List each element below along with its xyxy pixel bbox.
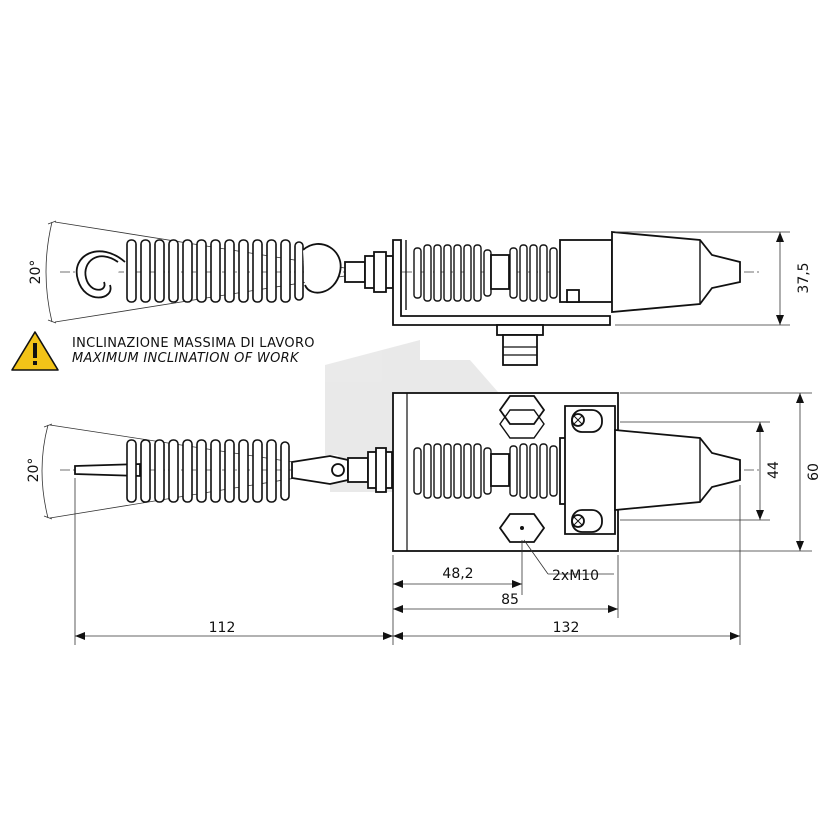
warning-text-english: MAXIMUM INCLINATION OF WORK (72, 351, 300, 366)
dim-label-85: 85 (501, 592, 519, 608)
angle-arc-bottom (41, 424, 49, 519)
label-2xm10: 2xM10 (552, 568, 599, 584)
bolt-head-side (496, 324, 544, 336)
dim-label-112: 112 (209, 620, 236, 636)
side-view: 20° (28, 220, 812, 366)
angle-arc-top (45, 221, 53, 323)
rod-eye (344, 261, 366, 283)
dim-label-48-2: 48,2 (442, 566, 473, 582)
cover-plate (564, 405, 616, 535)
spring-hook-pin (74, 463, 141, 477)
internal-spring-top (413, 443, 492, 499)
angle-label-top: 20° (28, 260, 44, 285)
spring-hook-right (302, 243, 342, 294)
spring-coils-top (126, 439, 290, 503)
warning-text-italian: INCLINAZIONE MASSIMA DI LAVORO (72, 336, 315, 351)
dim-label-44: 44 (766, 461, 782, 479)
warning-triangle-icon (11, 331, 59, 371)
plug-body-side (611, 231, 741, 313)
spring-coils-side (126, 239, 304, 303)
leader-2xm10 (523, 539, 549, 575)
dim-label-37-5: 37,5 (796, 262, 812, 293)
dim-label-60: 60 (806, 463, 822, 481)
dim-label-132: 132 (553, 620, 580, 636)
bolt-top-lower (498, 513, 546, 543)
internal-spring-side (413, 244, 492, 302)
bottom-dimensions: 48,2 2xM10 85 112 132 (74, 478, 741, 645)
top-view: 20° (26, 392, 822, 552)
angle-label-bottom: 20° (26, 458, 42, 483)
mounting-bracket-side (392, 239, 611, 326)
bolt-top-upper (498, 395, 546, 439)
warning-block: INCLINAZIONE MASSIMA DI LAVORO MAXIMUM I… (11, 331, 315, 371)
plug-body-top (614, 429, 741, 511)
